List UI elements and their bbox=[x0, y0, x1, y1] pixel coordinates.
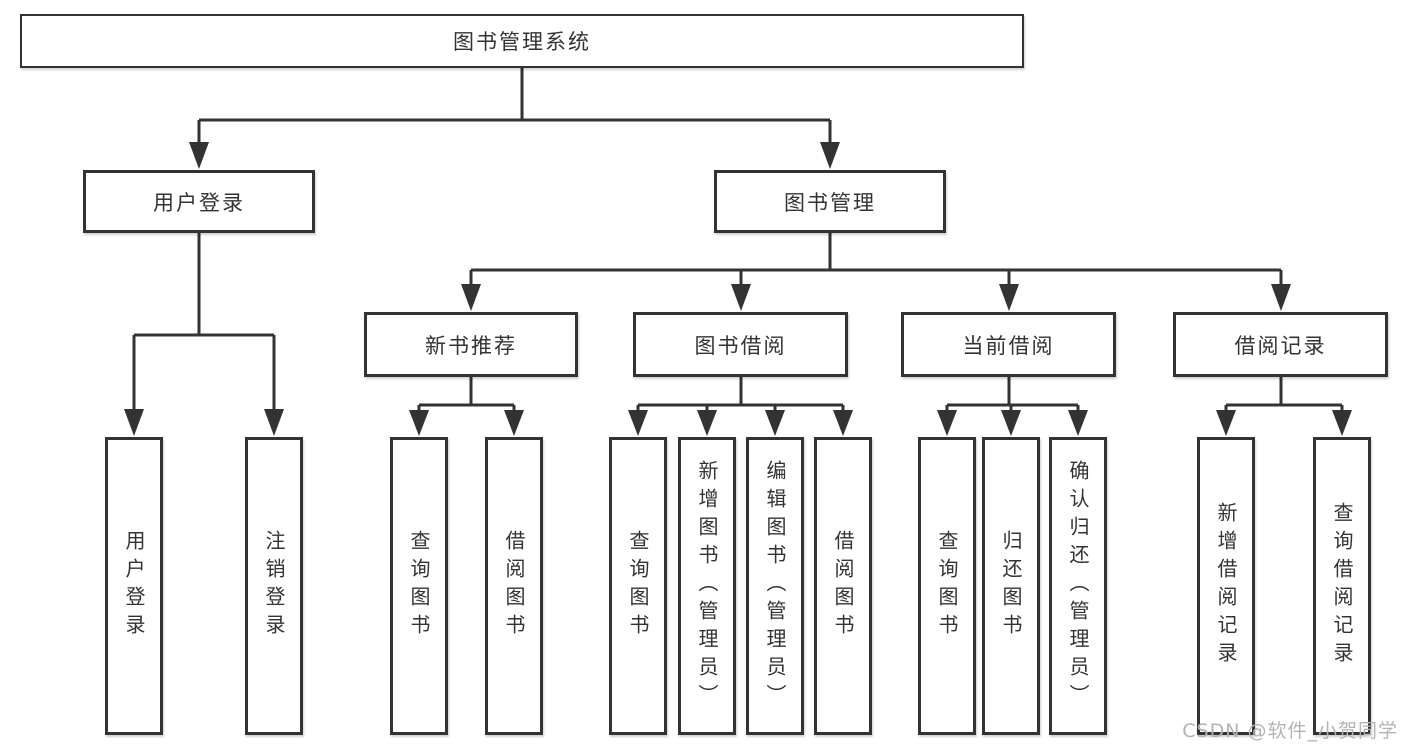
leaf-logout: 注销登录 bbox=[245, 437, 303, 735]
leaf-borrow-book-newrec: 借阅图书 bbox=[485, 437, 543, 735]
connector-user-login-to-leaves bbox=[124, 233, 284, 436]
connector-current-borrow-to-leaves bbox=[937, 377, 1088, 436]
connector-book-borrow-to-leaves bbox=[628, 377, 853, 436]
leaf-query-book-current: 查询图书 bbox=[918, 437, 976, 735]
node-book-borrow: 图书借阅 bbox=[633, 312, 848, 377]
node-root-system: 图书管理系统 bbox=[20, 14, 1024, 68]
leaf-query-book-newrec: 查询图书 bbox=[390, 437, 448, 735]
node-borrow-records: 借阅记录 bbox=[1173, 312, 1388, 377]
node-new-book-recommend: 新书推荐 bbox=[364, 312, 578, 377]
connector-records-to-leaves bbox=[1216, 377, 1352, 436]
leaf-add-book-admin: 新增图书（管理员） bbox=[678, 437, 736, 735]
connector-book-mgmt-to-level3 bbox=[461, 233, 1291, 311]
node-book-management: 图书管理 bbox=[714, 170, 946, 233]
leaf-add-borrow-record: 新增借阅记录 bbox=[1197, 437, 1255, 735]
leaf-query-borrow-record: 查询借阅记录 bbox=[1313, 437, 1371, 735]
node-current-borrow: 当前借阅 bbox=[901, 312, 1116, 377]
leaf-edit-book-admin: 编辑图书（管理员） bbox=[746, 437, 804, 735]
csdn-watermark: CSDN @软件_小贺同学 bbox=[1182, 720, 1398, 742]
connector-new-rec-to-leaves bbox=[409, 377, 524, 436]
node-user-login: 用户登录 bbox=[83, 170, 315, 233]
leaf-borrow-book: 借阅图书 bbox=[814, 437, 872, 735]
leaf-return-book: 归还图书 bbox=[982, 437, 1040, 735]
connector-root-to-level2 bbox=[189, 67, 840, 169]
leaf-user-login: 用户登录 bbox=[105, 437, 163, 735]
leaf-query-book-borrow: 查询图书 bbox=[609, 437, 667, 735]
leaf-confirm-return-admin: 确认归还（管理员） bbox=[1049, 437, 1107, 735]
